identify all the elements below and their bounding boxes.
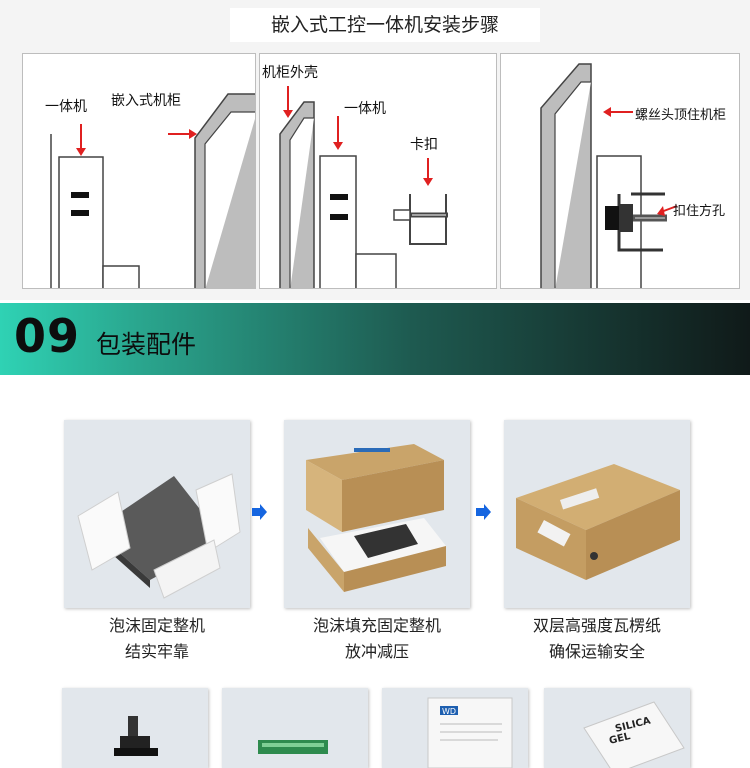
- label-screw-against-cabinet: 螺丝头顶住机柜: [635, 108, 727, 123]
- label-all-in-one: 一体机: [45, 99, 87, 115]
- open-box-image: [284, 420, 470, 608]
- arrow-right-icon: [252, 504, 267, 520]
- installation-section: 嵌入式工控一体机安装步骤 一体机 嵌入式机柜: [0, 0, 750, 300]
- packaging-photo-closed-box: [504, 420, 690, 608]
- panel2-illustration: [279, 86, 448, 288]
- manual-logo-text: WD: [442, 707, 456, 716]
- section-title: 包装配件: [96, 330, 197, 359]
- install-panel-3: 螺丝头顶住机柜 扣住方孔: [500, 53, 740, 289]
- arrow-right-icon: [476, 504, 491, 520]
- desiccant-text-gel: GEL: [608, 731, 632, 747]
- caption-open-box-line2: 放冲减压: [344, 642, 409, 661]
- caption-foam-line2: 结实牢靠: [124, 642, 189, 661]
- accessory-photo-manual: WD: [382, 688, 528, 768]
- caption-closed-box-line2: 确保运输安全: [548, 642, 645, 661]
- packaging-photo-open-box: [284, 420, 470, 608]
- caption-closed-box: 双层高强度瓦楞纸 确保运输安全: [497, 613, 697, 665]
- caption-open-box-line1: 泡沫填充固定整机: [312, 616, 441, 635]
- label-cabinet-shell: 机柜外壳: [262, 65, 318, 81]
- accessory-photo-clips: [62, 688, 208, 768]
- accessory-photo-desiccant: SILICA GEL: [544, 688, 690, 768]
- terminal-block-image: [222, 688, 368, 768]
- panel3-illustration: [540, 63, 678, 288]
- section-number: 09: [14, 309, 81, 363]
- desiccant-image: SILICA GEL: [544, 688, 690, 768]
- packaging-photo-foam: [64, 420, 250, 608]
- label-all-in-one: 一体机: [344, 101, 386, 117]
- caption-open-box: 泡沫填充固定整机 放冲减压: [277, 613, 477, 665]
- closed-box-image: [504, 420, 690, 608]
- installation-title: 嵌入式工控一体机安装步骤: [230, 8, 540, 42]
- label-lock-square-hole: 扣住方孔: [673, 204, 726, 219]
- section-header-bar: 09 包装配件: [0, 303, 750, 375]
- caption-closed-box-line1: 双层高强度瓦楞纸: [532, 616, 661, 635]
- accessory-photo-terminal: [222, 688, 368, 768]
- label-clip: 卡扣: [410, 137, 438, 153]
- caption-foam: 泡沫固定整机 结实牢靠: [57, 613, 257, 665]
- clip-screws-image: [62, 688, 208, 768]
- install-panel-2: 机柜外壳 一体机 卡扣: [259, 53, 497, 289]
- foam-unit-image: [64, 420, 250, 608]
- label-embedded-cabinet: 嵌入式机柜: [111, 93, 181, 109]
- manual-image: WD: [382, 688, 528, 768]
- panel1-illustration: [50, 93, 255, 288]
- install-panel-1: 一体机 嵌入式机柜: [22, 53, 256, 289]
- caption-foam-line1: 泡沫固定整机: [108, 616, 205, 635]
